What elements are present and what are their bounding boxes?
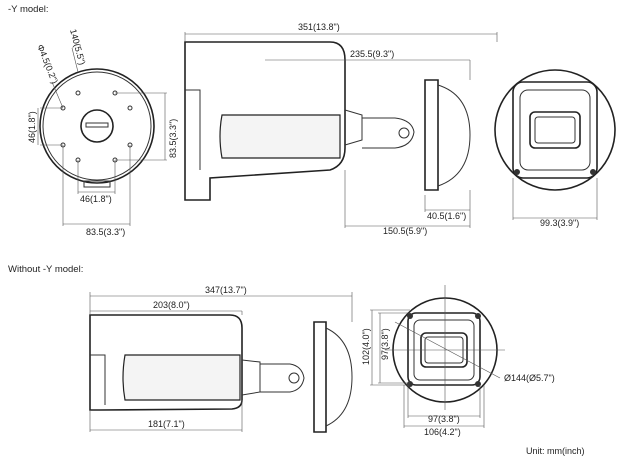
y-bracket-depth-label: 40.5(1.6") [427, 211, 466, 221]
no-y-model-side-view [89, 292, 353, 433]
no-y-model-front-view [370, 285, 505, 428]
mount-left-spacing-label: 46(1.8") [27, 111, 37, 143]
mount-diameter-label: 140(5.5") [68, 28, 87, 66]
unit-label: Unit: mm(inch) [526, 446, 585, 456]
y-model-front-view [494, 69, 616, 220]
y-front-width-label: 99.3(3.9") [540, 218, 579, 228]
mount-bottom-outer-label: 83.5(3.3") [86, 227, 125, 237]
y-front-length-label: 235.5(9.3") [350, 49, 394, 59]
y-model-side-view [184, 32, 498, 228]
mount-bottom-inner-label: 46(1.8") [80, 194, 112, 204]
no-y-diameter-label: Ø144(Ø5.7") [504, 373, 555, 383]
mount-base-view [37, 47, 167, 226]
no-y-outer-height-label: 102(4.0") [361, 328, 371, 365]
mount-right-spacing-label: 83.5(3.3") [168, 119, 178, 158]
no-y-inner-width-label: 97(3.8") [428, 414, 460, 424]
no-y-outer-width-label: 106(4.2") [424, 427, 461, 437]
mount-hole-label: Φ4.5(0.2") [35, 43, 60, 85]
no-y-model-heading: Without -Y model: [8, 264, 83, 275]
no-y-inner-height-label: 97(3.8") [380, 328, 390, 360]
no-y-bottom-length-label: 181(7.1") [148, 419, 185, 429]
y-rear-length-label: 150.5(5.9") [383, 226, 427, 236]
no-y-front-length-label: 203(8.0") [153, 300, 190, 310]
no-y-total-length-label: 347(13.7") [205, 285, 247, 295]
y-total-length-label: 351(13.8") [298, 22, 340, 32]
y-model-heading: -Y model: [8, 4, 48, 15]
